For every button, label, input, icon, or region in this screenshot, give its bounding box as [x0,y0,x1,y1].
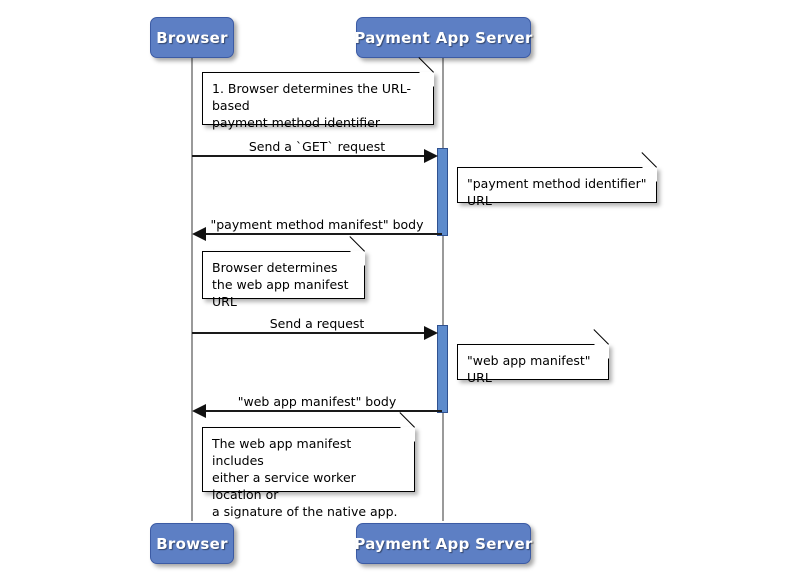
message-label-get-request: Send a `GET` request [248,139,386,154]
participant-label: Payment App Server [354,28,533,47]
participant-label: Browser [156,534,228,553]
message-line-payment-method-manifest-body [206,233,442,235]
note-browser-determines-identifier: 1. Browser determines the URL-based paym… [202,57,434,130]
participant-browser-bottom[interactable]: Browser [150,523,234,564]
participant-label: Browser [156,28,228,47]
note-fold-line-icon [593,329,609,345]
note-text: "web app manifest" URL [467,353,591,385]
note-fold-icon [400,427,415,442]
activation-bar-server-first [437,148,448,236]
participant-server-bottom[interactable]: Payment App Server [354,523,533,564]
message-label-web-app-manifest-body: "web app manifest" body [237,394,397,409]
note-text: "payment method identifier" URL [467,176,647,208]
note-text: Browser determines the web app manifest … [212,260,349,309]
note-browser-determines-web-app-manifest-url: Browser determines the web app manifest … [202,236,365,309]
participant-label: Payment App Server [354,534,533,553]
note-fold-icon [594,344,609,359]
arrow-head-left-icon [192,227,206,241]
arrow-head-left-icon [192,404,206,418]
participant-browser-top[interactable]: Browser [150,17,234,58]
note-text: The web app manifest includes either a s… [212,436,398,519]
note-payment-method-identifier-url: "payment method identifier" URL [457,152,657,208]
note-web-app-manifest-url: "web app manifest" URL [457,329,609,385]
note-fold-line-icon [349,236,365,252]
message-line-web-app-manifest-body [206,410,442,412]
note-fold-icon [350,251,365,266]
note-fold-icon [642,167,657,182]
note-fold-line-icon [641,152,657,168]
lifeline-server [442,58,444,521]
message-label-payment-method-manifest-body: "payment method manifest" body [210,217,424,232]
note-web-app-manifest-includes: The web app manifest includes either a s… [202,412,415,519]
note-fold-icon [419,72,434,87]
arrow-head-right-icon [424,149,438,163]
note-fold-line-icon [418,57,434,73]
participant-server-top[interactable]: Payment App Server [354,17,533,58]
note-text: 1. Browser determines the URL-based paym… [212,81,411,130]
message-line-get-request [192,155,426,157]
message-line-send-a-request [192,332,426,334]
arrow-head-right-icon [424,326,438,340]
message-label-send-a-request: Send a request [269,316,365,331]
activation-bar-server-second [437,325,448,413]
note-fold-line-icon [399,412,415,428]
lifeline-browser [191,58,193,521]
